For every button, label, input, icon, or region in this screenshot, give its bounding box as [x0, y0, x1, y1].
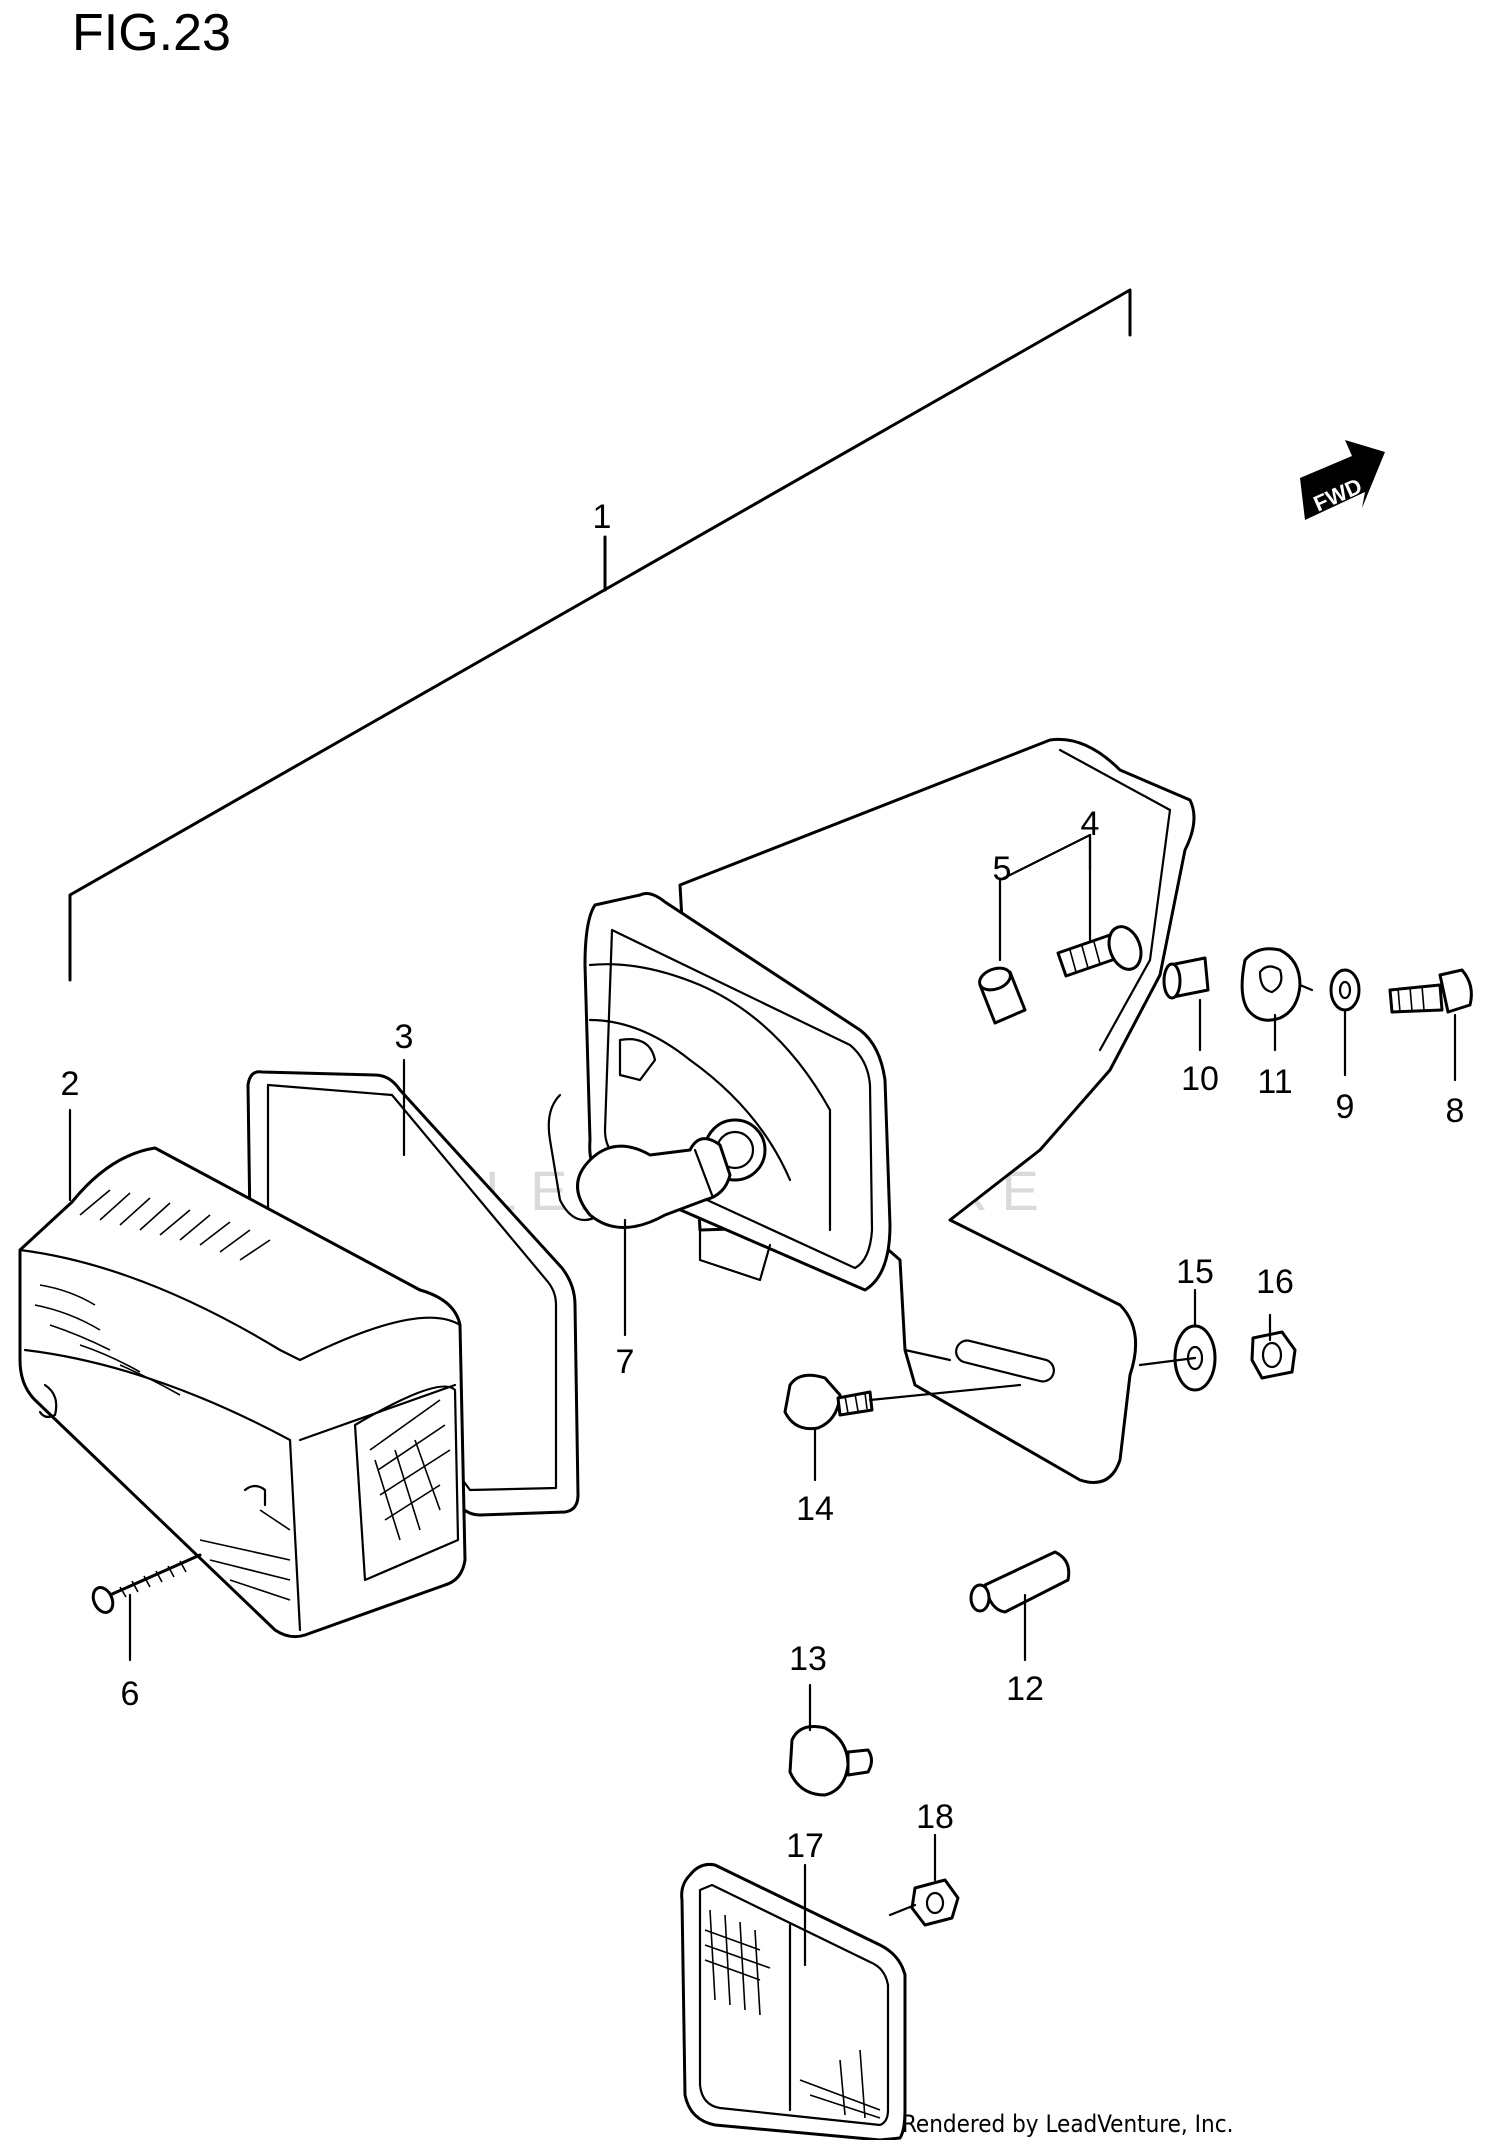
callout-17: 17 — [786, 1827, 824, 1865]
callout-16: 16 — [1256, 1263, 1294, 1301]
license-lamp-cap — [788, 1725, 873, 1797]
bracket-screw — [783, 1373, 874, 1431]
washer — [1329, 968, 1361, 1012]
callout-6: 6 — [121, 1675, 140, 1713]
reflector — [680, 1863, 907, 2140]
collar — [978, 966, 1027, 1025]
callout-8: 8 — [1446, 1092, 1465, 1130]
callout-4: 4 — [1081, 805, 1100, 843]
lens-screw — [91, 1553, 202, 1614]
callout-1: 1 — [593, 498, 612, 536]
callout-7: 7 — [616, 1343, 635, 1381]
callout-10: 10 — [1181, 1060, 1219, 1098]
reflector-nut — [910, 1878, 960, 1927]
callout-3: 3 — [395, 1018, 414, 1056]
callout-2: 2 — [61, 1065, 80, 1103]
lens — [18, 1146, 467, 1639]
callout-15: 15 — [1176, 1253, 1214, 1291]
callout-14: 14 — [796, 1490, 834, 1528]
callout-13: 13 — [789, 1640, 827, 1678]
callouts: 1 2 3 4 5 6 7 8 9 10 11 12 13 14 15 16 1… — [61, 498, 1465, 1865]
fwd-arrow-icon: FWD — [1300, 440, 1385, 520]
figure-title: FIG.23 — [72, 4, 231, 62]
plate-nut — [1250, 1330, 1297, 1380]
callout-11: 11 — [1257, 1063, 1292, 1101]
bulb — [576, 1137, 732, 1229]
callout-9: 9 — [1336, 1088, 1355, 1126]
assembly-bracket — [68, 288, 1132, 982]
leader-lines — [68, 833, 1457, 1967]
mounting-bracket — [678, 737, 1196, 1484]
license-bulb — [969, 1550, 1071, 1614]
damper — [1240, 947, 1314, 1022]
credit-text: Rendered by LeadVenture, Inc. — [902, 2110, 1233, 2138]
mount-bolt — [1056, 925, 1143, 978]
rear-bolt — [1388, 968, 1473, 1014]
callout-5: 5 — [993, 850, 1012, 888]
callout-18: 18 — [916, 1798, 954, 1836]
callout-12: 12 — [1006, 1670, 1044, 1708]
spacer — [1162, 956, 1210, 1000]
